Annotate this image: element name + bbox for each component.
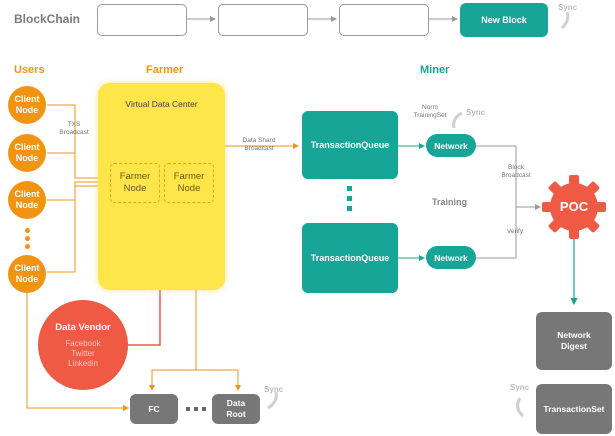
- storage-sync-label: Sync: [264, 385, 284, 394]
- farmer-heading: Farmer: [146, 64, 184, 76]
- chain-block-2: [218, 4, 308, 36]
- chain-block-1: [97, 4, 187, 36]
- ellipsis-square: [347, 196, 352, 201]
- network-bottom: Network: [426, 246, 476, 269]
- datacenter-title: Virtual Data Center: [125, 99, 198, 109]
- norm-trainingset-label: Norm TrainingSet: [413, 104, 447, 119]
- ellipsis-dot: [25, 236, 30, 241]
- blockchain-title: BlockChain: [14, 12, 81, 26]
- data-shard-broadcast-label: Data Shard Broadcast: [242, 137, 276, 152]
- miner-heading: Miner: [420, 64, 450, 76]
- ellipsis-square: [202, 407, 206, 411]
- data-vendor-title: Data Vendor: [55, 321, 111, 333]
- ellipsis-square: [347, 206, 352, 211]
- poc-gear-icon: [542, 175, 606, 239]
- blockchain-sync-label: Sync: [558, 3, 578, 12]
- miner-sync-label: Sync: [466, 108, 486, 117]
- transaction-queue-bottom: TransactionQueue: [302, 223, 398, 293]
- transaction-queue-top: TransactionQueue: [302, 111, 398, 179]
- users-heading: Users: [14, 64, 45, 76]
- vendor-item: Facebook: [65, 338, 101, 348]
- ellipsis-dot: [25, 244, 30, 249]
- new-block: New Block: [460, 3, 548, 37]
- data-vendor: Data Vendor Facebook Twitter Linkedin: [38, 300, 128, 390]
- block-broadcast-label: Block Broadcast: [501, 164, 531, 179]
- poc-label: POC: [559, 199, 589, 214]
- ellipsis-square: [194, 407, 198, 411]
- ellipsis-dot: [25, 228, 30, 233]
- txs-broadcast-label: TXS Broadcast: [59, 121, 89, 136]
- ellipsis-square: [347, 186, 352, 191]
- network-top: Network: [426, 134, 476, 157]
- ellipsis-square: [186, 407, 190, 411]
- chain-block-3: [339, 4, 429, 36]
- training-label: Training: [432, 197, 468, 207]
- transactionset-sync-label: Sync: [510, 383, 530, 392]
- verify-label: Verify: [506, 228, 524, 235]
- transaction-set: TransactionSet: [536, 384, 612, 434]
- fc-box: FC: [130, 394, 178, 424]
- vendor-item: Linkedin: [68, 358, 98, 368]
- vendor-item: Twitter: [71, 348, 95, 358]
